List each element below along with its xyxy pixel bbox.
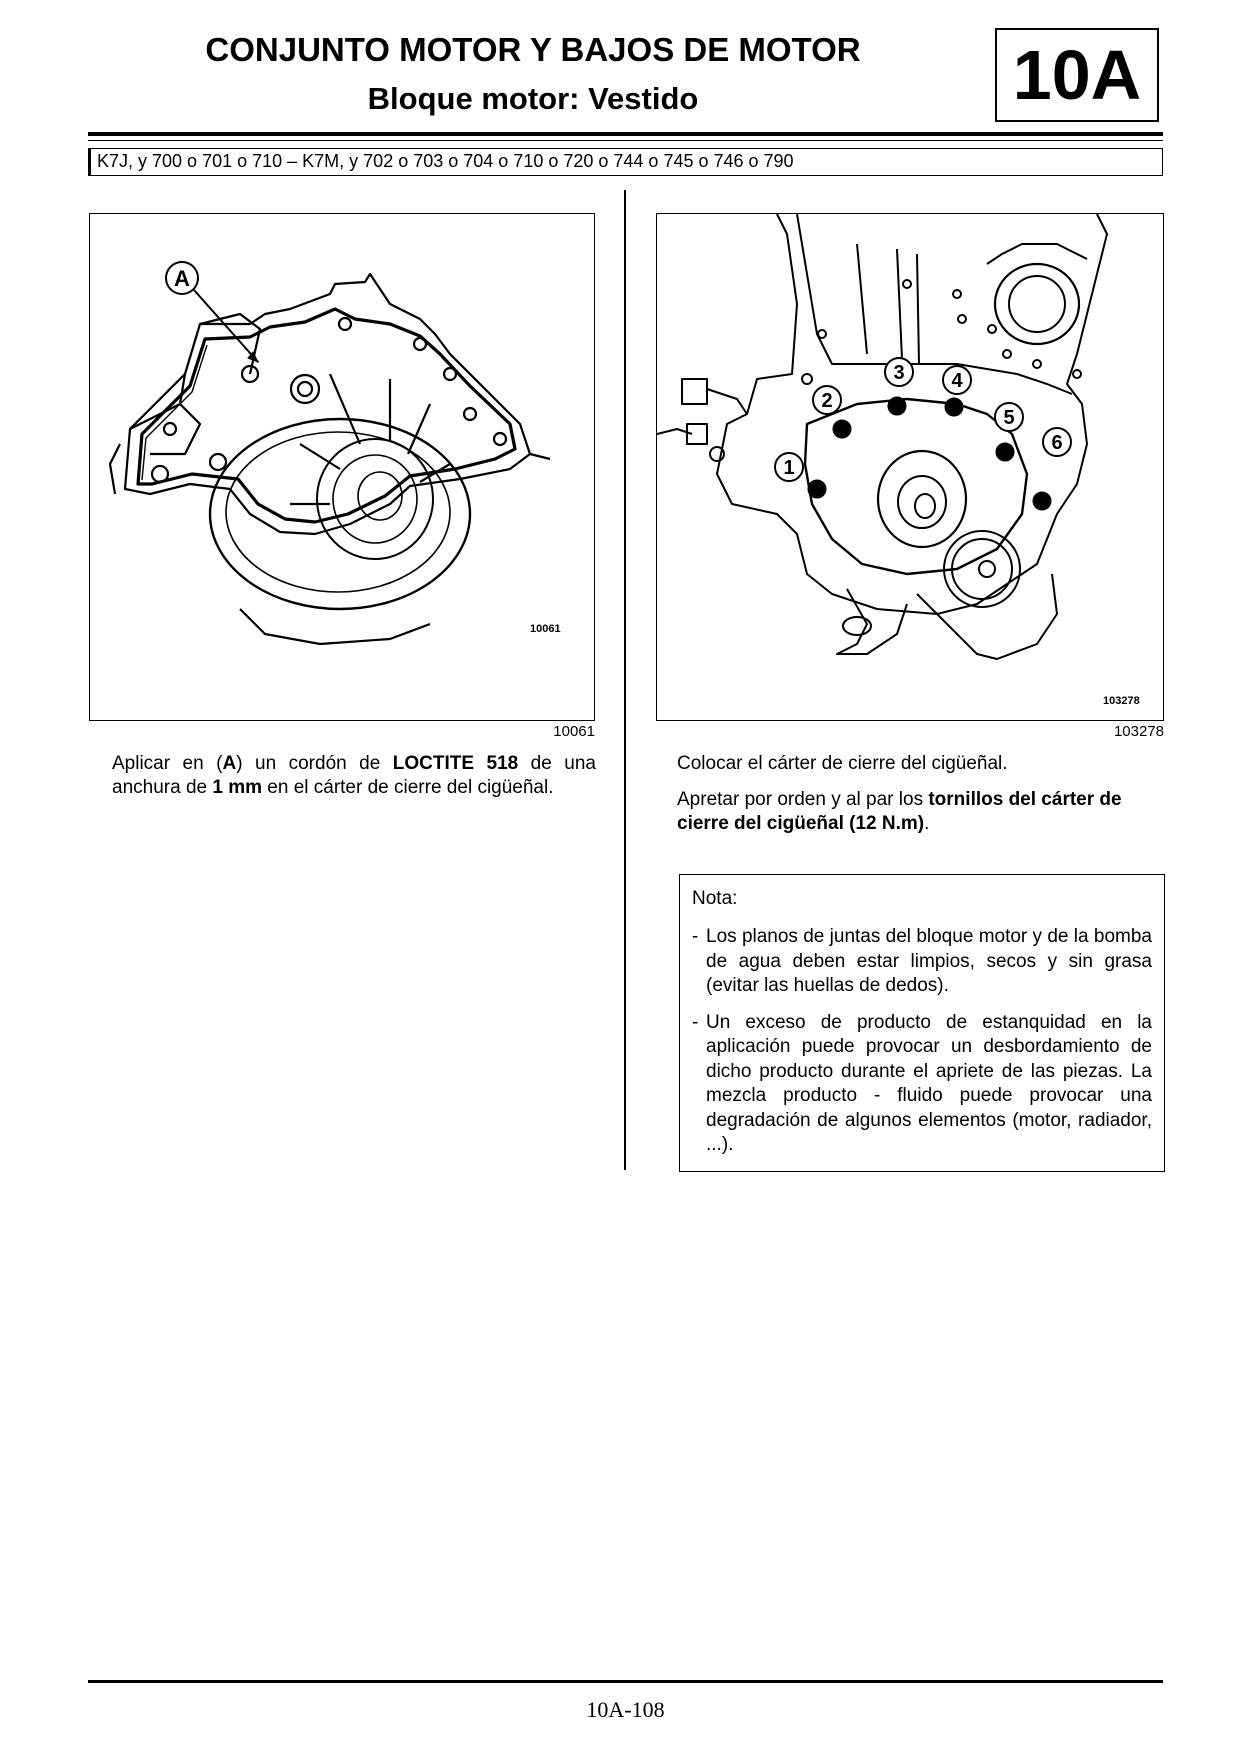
- figure-10061: A 10061: [89, 213, 595, 721]
- text-run: de una anchura de: [112, 753, 596, 798]
- instruction-torque: Apretar por orden y al par los tornillos…: [677, 788, 1165, 836]
- text-run: Aplicar en (: [112, 753, 223, 774]
- note-item: - Los planos de juntas del bloque motor …: [692, 925, 1152, 999]
- text-run-bold: 1 mm: [212, 777, 262, 798]
- callout-6-label: 6: [1051, 432, 1062, 454]
- column-divider: [624, 190, 626, 1170]
- callout-1-label: 1: [783, 457, 794, 479]
- callout-2-label: 2: [821, 390, 832, 412]
- water-pump-housing-illustration: A 10061: [108, 261, 561, 646]
- callout-4-label: 4: [951, 370, 963, 392]
- note-dash: -: [692, 926, 699, 947]
- figure-inner-label: 10061: [530, 623, 561, 635]
- text-run: .: [924, 813, 930, 834]
- header-rule-thin: [88, 140, 1163, 141]
- instruction-place-cover: Colocar el cárter de cierre del cigüeñal…: [677, 753, 1008, 774]
- text-run: en el cárter de cierre del cigüeñal.: [262, 777, 554, 798]
- text-run-bold: A: [222, 753, 237, 774]
- section-code-badge: 10A: [995, 28, 1159, 122]
- engine-block-illustration: 1 2 3 4 5 6 103278: [656, 213, 1140, 707]
- callout-a-label: A: [174, 266, 190, 291]
- figure-caption-103278: 103278: [1113, 723, 1164, 740]
- note-item-text: Un exceso de producto de estanquidad en …: [706, 1011, 1152, 1156]
- figure-caption-10061: 10061: [553, 723, 595, 740]
- text-run: ) un cordón de: [236, 753, 393, 774]
- text-run: Apretar por orden y al par los: [677, 789, 929, 810]
- note-item: - Un exceso de producto de estanquidad e…: [692, 1011, 1152, 1158]
- note-box: Nota: - Los planos de juntas del bloque …: [679, 874, 1165, 1172]
- figure-103278: 1 2 3 4 5 6 103278: [656, 213, 1164, 721]
- figure-inner-label: 103278: [1103, 695, 1140, 707]
- note-item-text: Los planos de juntas del bloque motor y …: [706, 926, 1152, 996]
- page-number: 10A-108: [586, 1697, 665, 1722]
- text-run-bold: LOCTITE 518: [392, 753, 519, 774]
- text-run-bold: tornillos del cárter de cierre del cigüe…: [677, 789, 1122, 834]
- header-rule: [88, 132, 1163, 136]
- page-subtitle: Bloque motor: Vestido: [367, 81, 699, 116]
- instruction-loctite: Aplicar en (A) un cordón de LOCTITE 518 …: [112, 752, 596, 800]
- footer-rule: [88, 1680, 1163, 1683]
- callout-3-label: 3: [893, 362, 904, 384]
- note-dash: -: [692, 1011, 699, 1033]
- page-title: CONJUNTO MOTOR Y BAJOS DE MOTOR: [205, 31, 861, 68]
- applicability-box: K7J, y 700 o 701 o 710 – K7M, y 702 o 70…: [88, 148, 1163, 176]
- callout-5-label: 5: [1003, 407, 1014, 429]
- note-title: Nota:: [692, 888, 738, 909]
